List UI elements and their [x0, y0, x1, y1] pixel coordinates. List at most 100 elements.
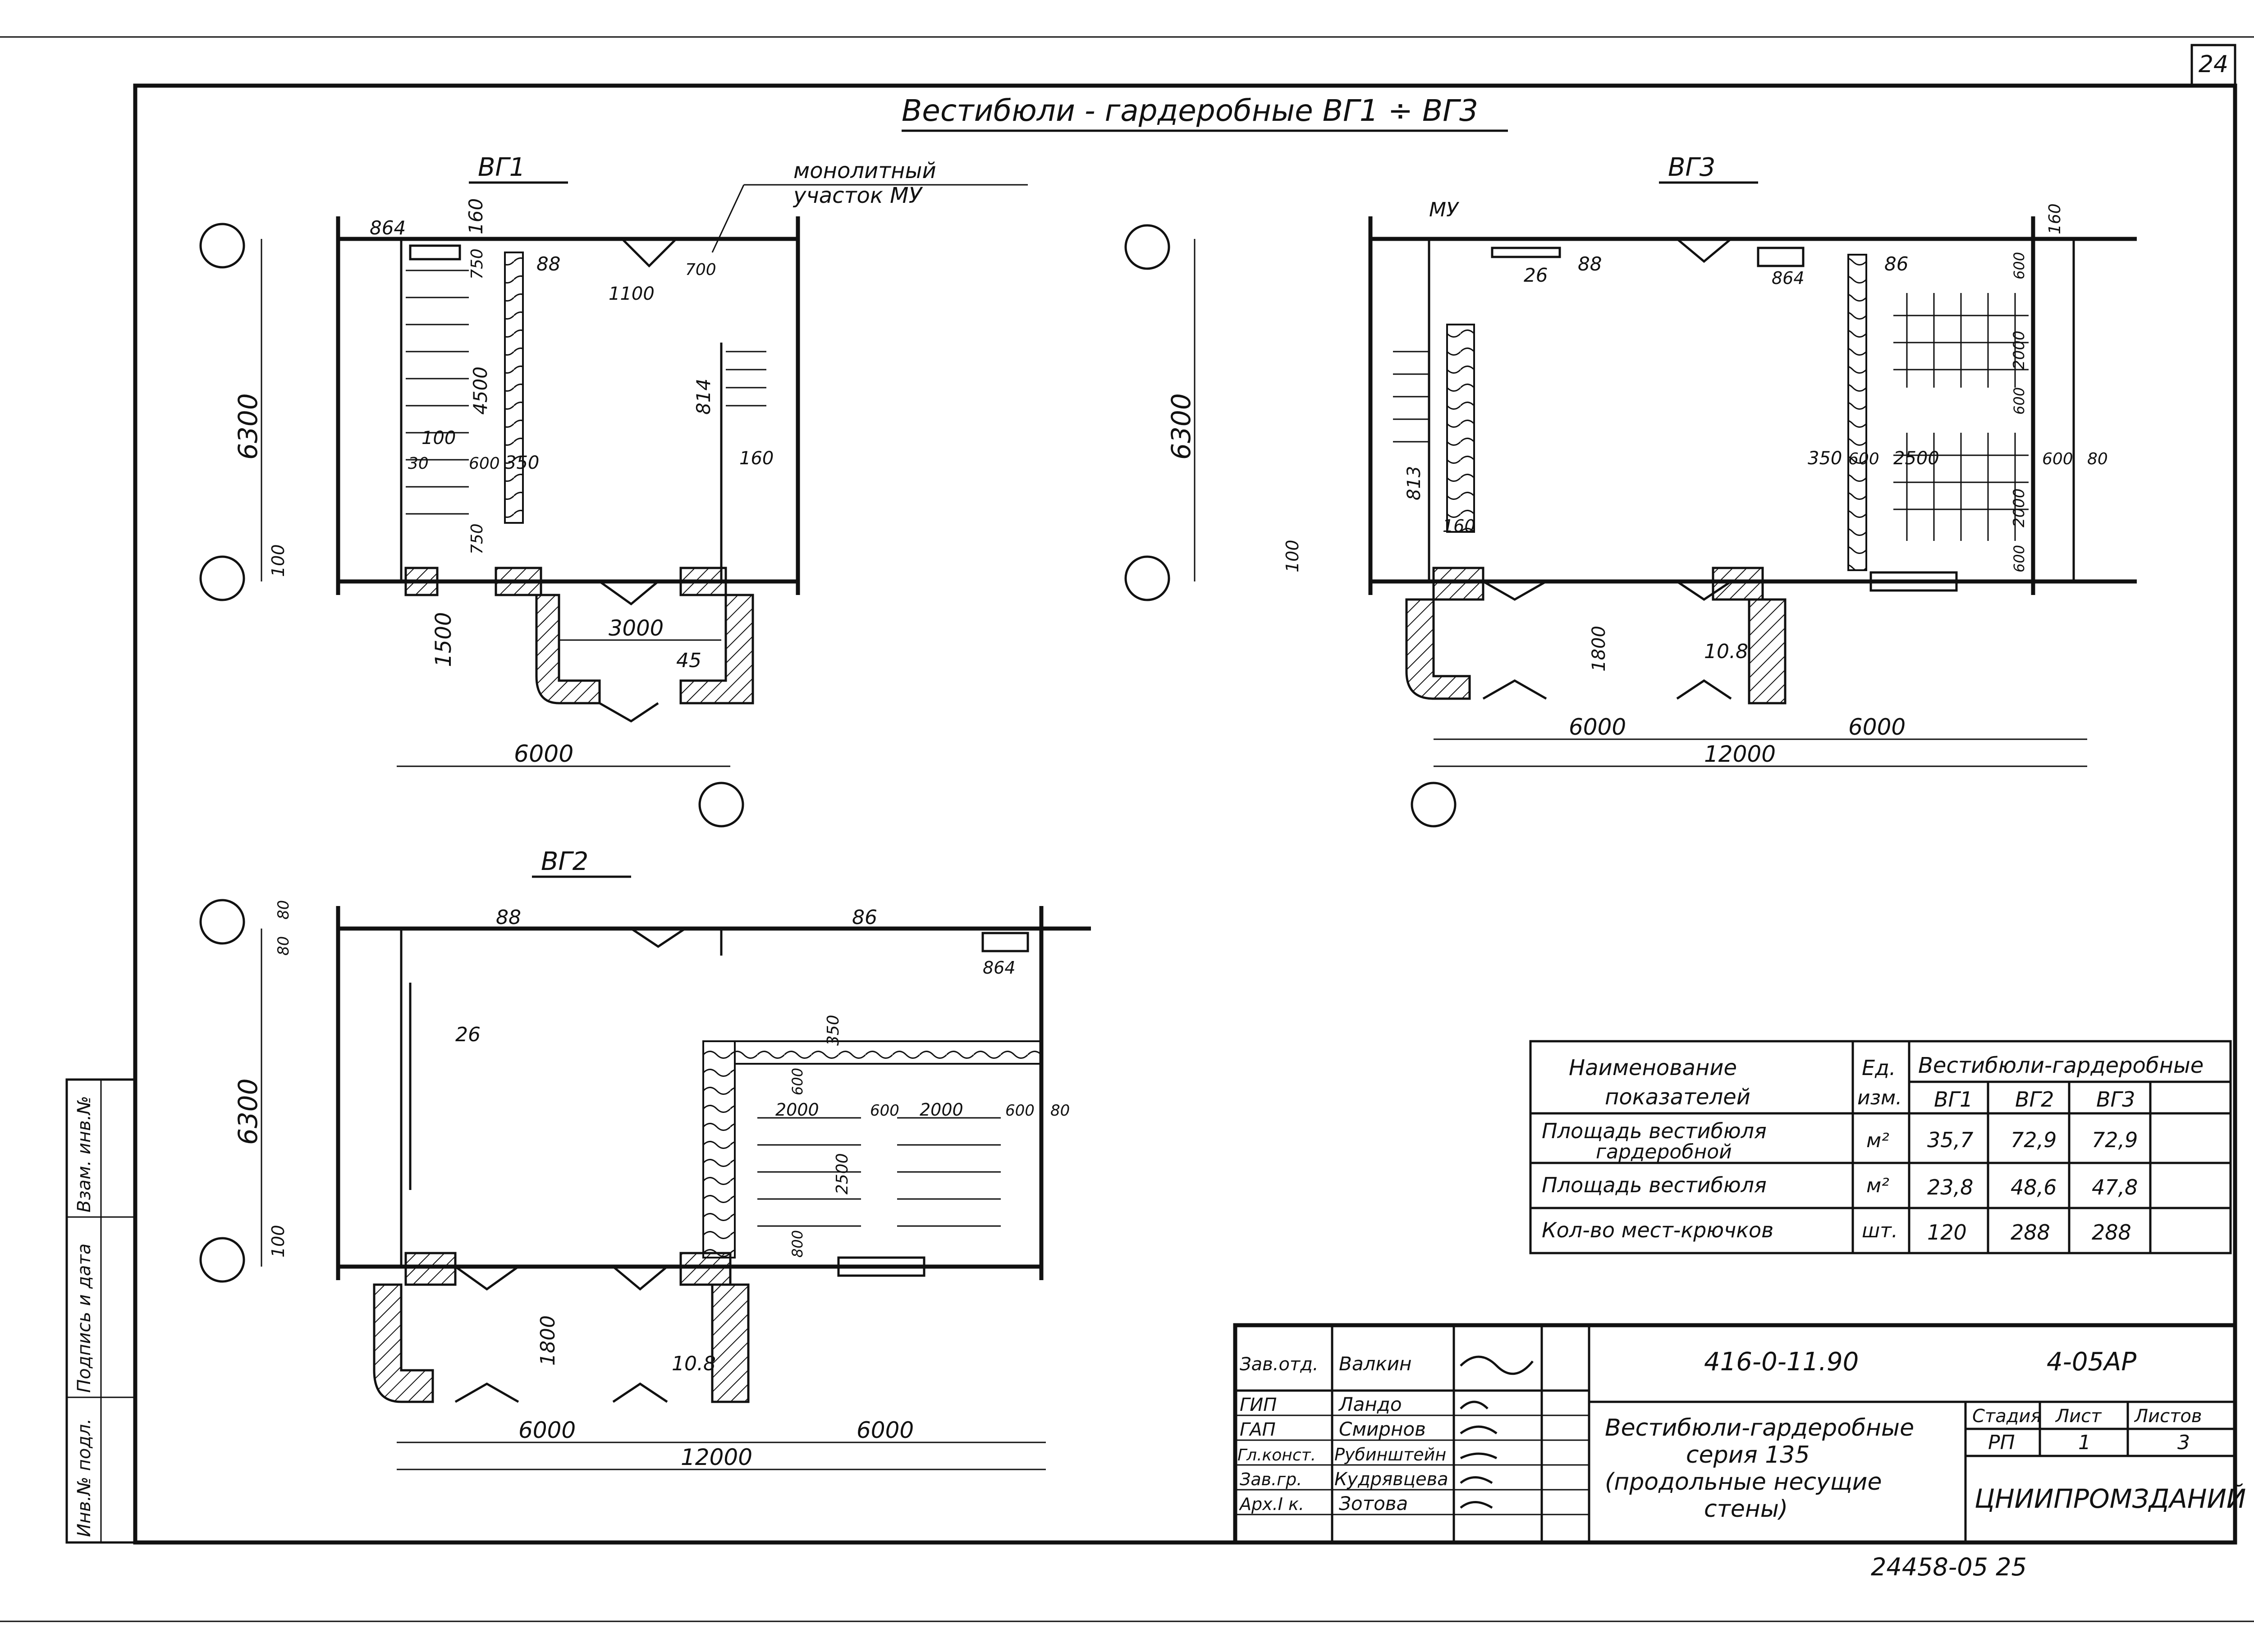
vg2-dim-1800: 1800	[536, 1315, 559, 1366]
tb-desc-4: стены)	[1704, 1496, 1788, 1523]
row3-vg3: 288	[2092, 1220, 2131, 1245]
vg3-dim-600-e: 600	[2011, 545, 2028, 572]
row1-unit: м²	[1866, 1129, 1889, 1152]
vg3-dim-1800: 1800	[1589, 626, 1609, 672]
vg3-dim-6000: 6000	[1569, 714, 1626, 740]
axis-bubble	[199, 899, 245, 945]
tb-sheet: 1	[2078, 1431, 2091, 1454]
vg2-dim-80-c: 80	[1050, 1102, 1070, 1120]
vg3-dim-600: 600	[2011, 252, 2028, 279]
side-stamp-inv: Инв.№ подл.	[74, 1419, 95, 1537]
row2-vg1: 23,8	[1927, 1175, 1973, 1199]
vg3-dim-864: 864	[1772, 268, 1805, 288]
dim-700: 700	[685, 261, 716, 279]
dim-160-b: 160	[739, 448, 774, 469]
plan-vg1-note-arrow	[711, 184, 745, 253]
sheet-border	[133, 83, 2237, 1545]
dim-100: 100	[421, 428, 456, 448]
vg2-dim-6000-b: 6000	[857, 1417, 914, 1443]
table-head-col-vg3: ВГ3	[2096, 1087, 2135, 1112]
plan-vg2: ВГ2 80 80 88 86 864 26 350 600 2000	[199, 847, 1091, 1470]
plan-vg3-stair	[1393, 351, 1429, 443]
plan-vg1: ВГ1 монолитный участок МУ 864	[199, 153, 1028, 828]
plan-vg2-plants	[702, 1040, 736, 1258]
row1-name-1: Площадь вестибюля	[1542, 1119, 1767, 1143]
plan-vg2-hangers	[757, 1117, 1001, 1227]
vg2-dim-800: 800	[789, 1230, 806, 1258]
plan-vg1-pier	[495, 567, 542, 596]
vg2-dim-2500: 2500	[833, 1153, 852, 1194]
dim-45: 45	[676, 649, 701, 672]
plan-vg3-vestibule-left	[1405, 598, 1471, 700]
row1-vg2: 72,9	[2011, 1128, 2057, 1152]
tb-role-2: ГИП	[1240, 1395, 1277, 1415]
vg3-dim-80: 80	[2087, 450, 2108, 468]
vg2-dim-350: 350	[824, 1015, 843, 1046]
plan-vg2-window	[837, 1256, 925, 1277]
dim-4500: 4500	[469, 366, 491, 415]
sheet-number: 24	[2199, 51, 2228, 78]
plan-vg3-window	[1869, 571, 1958, 592]
plan-vg3-hangers-top	[1893, 293, 2029, 388]
axis-bubble	[698, 782, 744, 828]
plan-vg3-radiator-864	[1757, 247, 1805, 267]
tb-name-1: Валкин	[1339, 1353, 1412, 1375]
side-stamp-sign: Подпись и дата	[74, 1244, 95, 1393]
plan-vg3-pier	[1712, 567, 1764, 601]
plan-vg1-label: ВГ1	[478, 153, 525, 182]
vg2-dim-26: 26	[455, 1023, 481, 1046]
vg3-dim-10-8: 10.8	[1704, 640, 1748, 663]
plan-vg3-plants	[1446, 324, 1475, 533]
row3-name: Кол-во мест-крючков	[1542, 1218, 1773, 1242]
title-block: Зав.отд. Валкин ГИП Ландо ГАП Смирнов Гл…	[1233, 1323, 2246, 1545]
indicators-table-frame	[1529, 1040, 2232, 1254]
plan-vg3-radiator-26	[1491, 247, 1561, 258]
vg3-dim-2000-b: 2000	[2010, 488, 2028, 527]
tb-name-2: Ландо	[1338, 1393, 1402, 1415]
plan-vg3-door-swing	[1676, 238, 1732, 263]
row1-vg1: 35,7	[1927, 1128, 1973, 1152]
vg3-dim-2000: 2000	[2010, 330, 2028, 370]
plan-vg3-vestibule-right	[1748, 598, 1787, 705]
plan-vg3: ВГ3 МУ 26 88 864 86 160 600	[1124, 153, 2137, 828]
vg2-dim-6000: 6000	[518, 1417, 576, 1443]
plan-vg2-vestibule-doors	[454, 1265, 668, 1403]
plan-vg1-door-swing	[621, 238, 677, 268]
plan-vg1-note-1: монолитный	[793, 158, 936, 183]
vg3-dim-160-b: 160	[1443, 516, 1475, 536]
vg3-dim-100: 100	[1283, 540, 1302, 572]
plan-vg2-radiator-864	[981, 932, 1029, 952]
dim-864: 864	[370, 217, 406, 239]
plan-vg2-pier	[679, 1252, 732, 1286]
title-block-frame	[1233, 1323, 2237, 1545]
tb-role-5: Зав.гр.	[1240, 1469, 1302, 1489]
tb-sheet-code: 4-05АР	[2047, 1347, 2136, 1377]
plan-vg1-note-2: участок МУ	[793, 183, 923, 208]
vg2-dim-600: 600	[789, 1068, 806, 1095]
tb-desc-3: (продольные несущие	[1605, 1469, 1882, 1496]
tb-sheets: 3	[2177, 1431, 2190, 1454]
plan-vg1-pier	[404, 567, 439, 596]
tb-desc-2: серия 135	[1686, 1441, 1810, 1469]
table-head-group: Вестибюли-гардеробные	[1918, 1053, 2204, 1078]
vg3-dim-6300: 6300	[1166, 393, 1196, 460]
tb-name-3: Смирнов	[1339, 1418, 1426, 1440]
vg3-dim-350: 350	[1808, 448, 1842, 469]
dim-350: 350	[505, 453, 539, 473]
plan-vg3-label: ВГ3	[1668, 153, 1715, 182]
row2-unit: м²	[1866, 1174, 1889, 1197]
plan-vg1-vestibule-doors	[599, 580, 659, 723]
row1-name-2: гардеробной	[1596, 1140, 1732, 1163]
row3-vg2: 288	[2011, 1220, 2050, 1245]
dim-6000: 6000	[514, 741, 573, 768]
row3-vg1: 120	[1927, 1220, 1967, 1245]
archive-number: 24458-05 25	[1871, 1553, 2027, 1581]
axis-bubble	[1124, 555, 1170, 601]
table-head-col-vg2: ВГ2	[2015, 1087, 2054, 1112]
tb-role-4: Гл.конст.	[1237, 1446, 1316, 1464]
vg2-dim-864: 864	[983, 958, 1016, 978]
tb-sheet-label: Лист	[2055, 1406, 2102, 1427]
vg3-dim-12000: 12000	[1704, 741, 1776, 767]
vg2-dim-6300: 6300	[233, 1078, 263, 1145]
